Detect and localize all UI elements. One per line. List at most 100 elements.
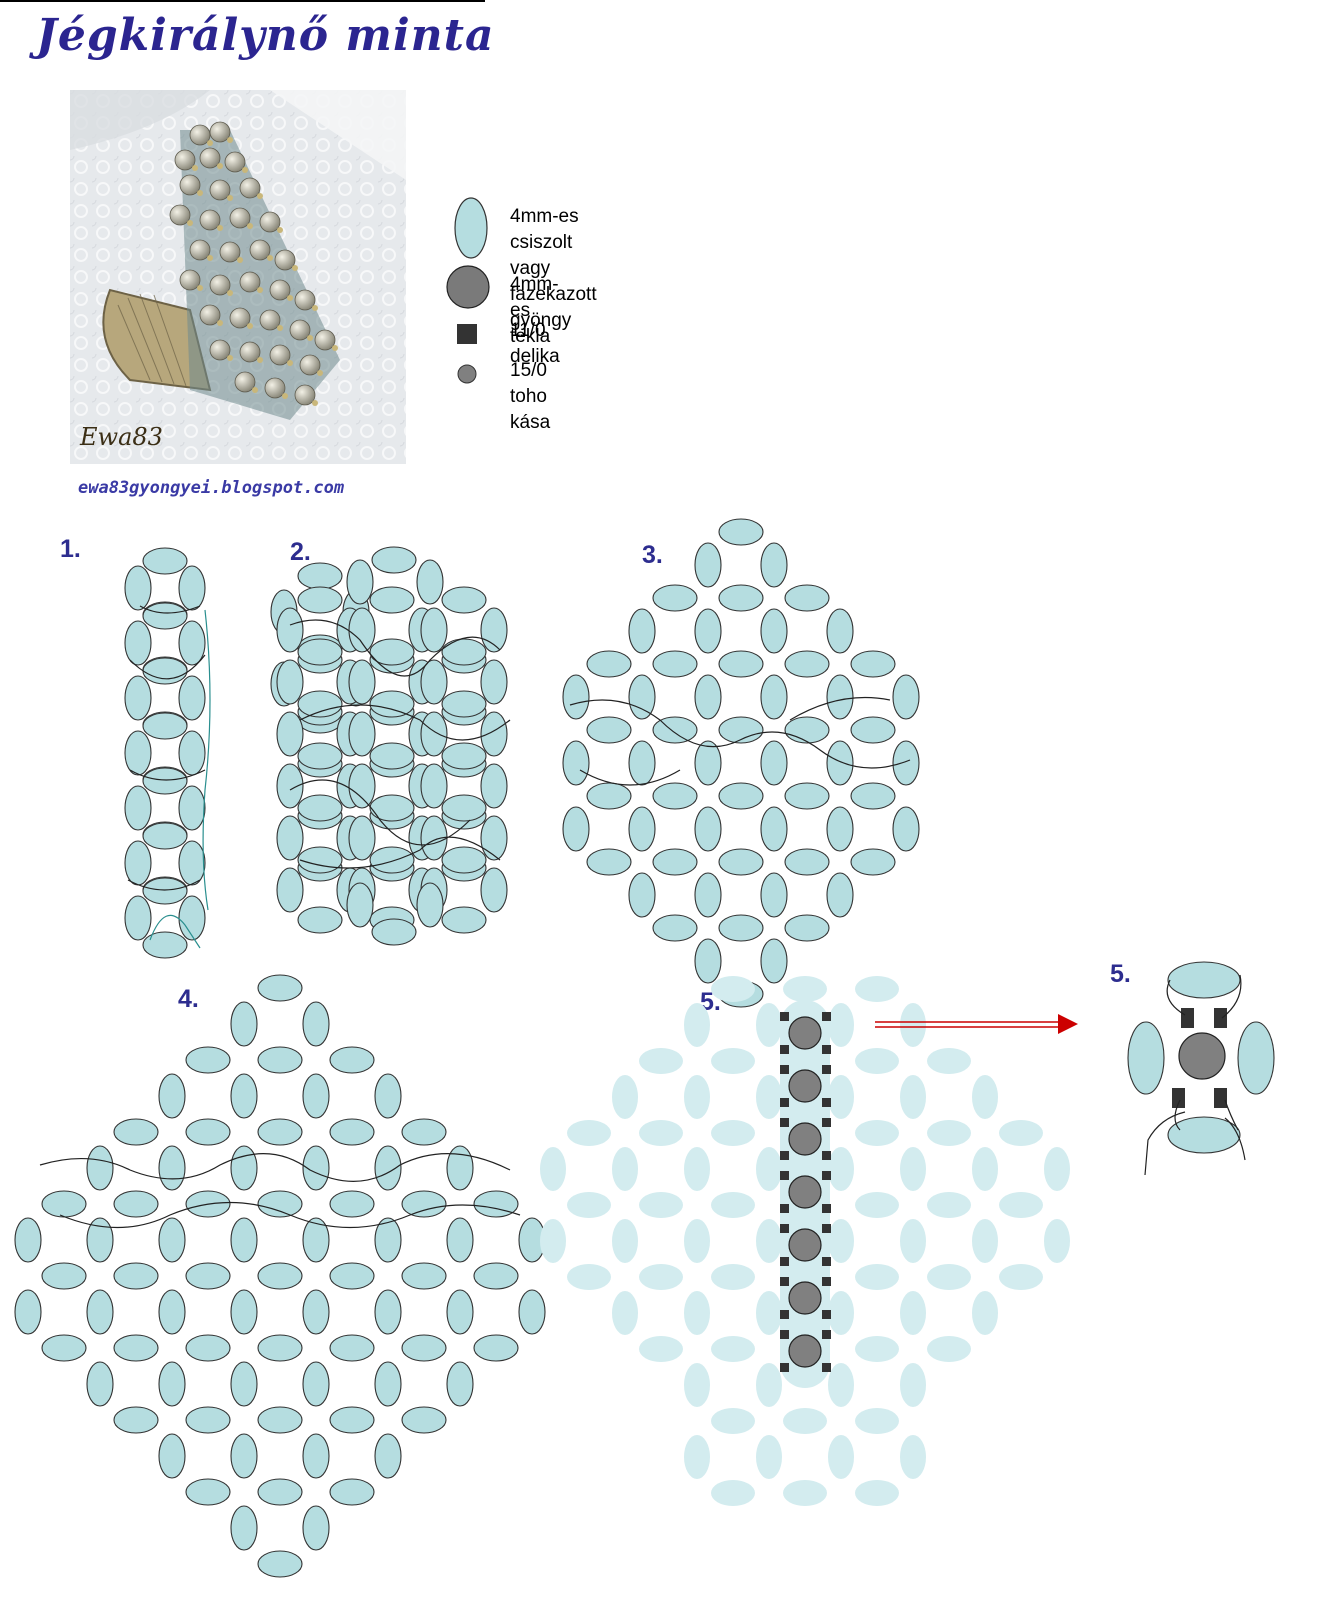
bead xyxy=(927,1336,971,1362)
delica-bead xyxy=(822,1065,831,1074)
delica-bead xyxy=(780,1045,789,1054)
legend: 4mm-es csiszolt vagy fazekazott gyöngy 4… xyxy=(440,197,800,433)
bead xyxy=(230,1145,258,1191)
bead xyxy=(718,914,764,942)
thread xyxy=(289,619,511,869)
bead xyxy=(711,1048,755,1074)
photo-signature: Ewa83 xyxy=(79,423,163,451)
bead xyxy=(756,1219,782,1263)
bead xyxy=(892,740,920,786)
bead xyxy=(784,914,830,942)
bead xyxy=(927,1048,971,1074)
bead xyxy=(329,1190,375,1218)
bead xyxy=(480,815,508,861)
delica-bead xyxy=(780,1204,789,1213)
bead xyxy=(124,895,152,941)
delica-bead xyxy=(780,1098,789,1107)
bead xyxy=(401,1334,447,1362)
bead xyxy=(113,1406,159,1434)
bead xyxy=(567,1120,611,1146)
bead xyxy=(346,882,374,928)
bead xyxy=(756,1363,782,1407)
delica-bead xyxy=(780,1257,789,1266)
photo-pearl xyxy=(224,151,246,173)
bead xyxy=(302,1289,330,1335)
bead xyxy=(900,1075,926,1119)
bead xyxy=(297,690,343,718)
bead xyxy=(784,584,830,612)
bead xyxy=(756,1003,782,1047)
bead xyxy=(113,1334,159,1362)
bead xyxy=(420,659,448,705)
bead xyxy=(371,546,417,574)
bead xyxy=(480,867,508,913)
bead xyxy=(369,742,415,770)
bead xyxy=(562,806,590,852)
bead xyxy=(297,906,343,934)
bead xyxy=(420,763,448,809)
seed-bead-icon xyxy=(457,364,477,384)
bead xyxy=(760,542,788,588)
bead xyxy=(760,806,788,852)
bead xyxy=(694,608,722,654)
bead xyxy=(784,848,830,876)
bead xyxy=(900,1363,926,1407)
bead xyxy=(612,1219,638,1263)
bead xyxy=(652,650,698,678)
bead xyxy=(756,1435,782,1479)
bead xyxy=(276,711,304,757)
delica-bead xyxy=(780,1118,789,1127)
step-label-4: 4. xyxy=(178,985,199,1013)
bead xyxy=(612,1291,638,1335)
thread xyxy=(1144,1111,1246,1176)
photo-seed-bead xyxy=(207,255,213,261)
photo-pearl xyxy=(239,177,261,199)
photo-seed-bead xyxy=(257,287,263,293)
bead xyxy=(855,976,899,1002)
bead xyxy=(900,1219,926,1263)
bead xyxy=(178,840,206,886)
bead xyxy=(124,785,152,831)
bead xyxy=(329,1262,375,1290)
bead xyxy=(684,1435,710,1479)
bead xyxy=(86,1289,114,1335)
bead xyxy=(1044,1147,1070,1191)
bead xyxy=(401,1262,447,1290)
bead xyxy=(276,867,304,913)
bead xyxy=(784,782,830,810)
bead xyxy=(257,1046,303,1074)
bead xyxy=(900,1003,926,1047)
bead xyxy=(711,1408,755,1434)
bead xyxy=(401,1118,447,1146)
bead xyxy=(124,675,152,721)
bead xyxy=(374,1217,402,1263)
bead xyxy=(612,1147,638,1191)
bead xyxy=(828,1075,854,1119)
bead xyxy=(142,822,188,850)
photo-pearl xyxy=(269,344,291,366)
step-label-3: 3. xyxy=(642,541,663,569)
ring-photo-illustration: Ewa83 xyxy=(70,90,406,464)
bead xyxy=(446,1145,474,1191)
bead xyxy=(441,638,487,666)
photo-pearl xyxy=(209,179,231,201)
bead xyxy=(855,1480,899,1506)
delica-bead xyxy=(780,1363,789,1372)
photo-pearl xyxy=(219,241,241,263)
bead xyxy=(185,1406,231,1434)
bead xyxy=(586,848,632,876)
photo-pearl xyxy=(174,149,196,171)
photo-pearl xyxy=(289,319,311,341)
photo-seed-bead xyxy=(287,295,293,301)
bead xyxy=(348,763,376,809)
bead xyxy=(374,1289,402,1335)
bead xyxy=(374,1433,402,1479)
bead xyxy=(41,1262,87,1290)
arrow-head-icon xyxy=(1058,1014,1078,1034)
photo-seed-bead xyxy=(217,320,223,326)
bead xyxy=(329,1334,375,1362)
bead xyxy=(276,763,304,809)
bead xyxy=(124,620,152,666)
bead xyxy=(718,584,764,612)
